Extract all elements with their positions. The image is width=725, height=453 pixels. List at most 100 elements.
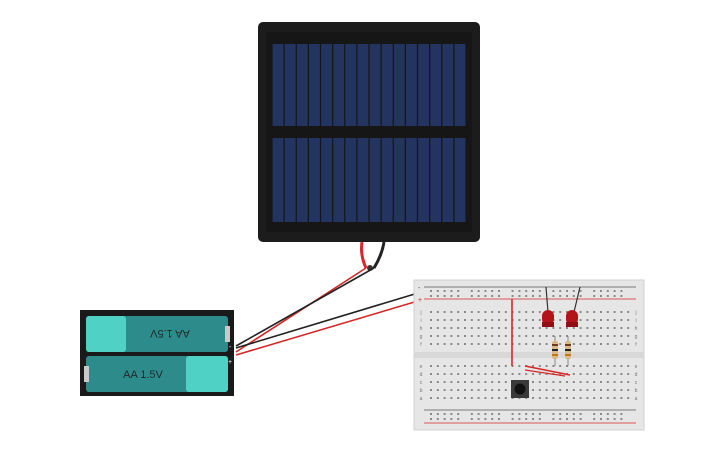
breadboard-hole xyxy=(525,335,528,337)
breadboard-hole xyxy=(457,365,460,367)
wire-battery-black-to-rail[interactable] xyxy=(235,289,429,349)
breadboard-hole xyxy=(600,365,602,367)
breadboard-hole xyxy=(552,418,555,420)
solar-cell-strip xyxy=(405,44,417,126)
breadboard-hole xyxy=(606,295,609,297)
breadboard-hole xyxy=(477,295,480,297)
pushbutton[interactable] xyxy=(511,380,529,398)
breadboard-hole xyxy=(477,389,480,391)
battery-terminal-minus: - xyxy=(229,344,232,351)
breadboard-hole xyxy=(484,343,487,345)
led-red-1[interactable] xyxy=(542,310,554,327)
breadboard-hole xyxy=(593,335,596,337)
breadboard-hole xyxy=(532,311,534,313)
solar-panel[interactable] xyxy=(258,22,480,271)
breadboard-hole xyxy=(627,343,630,345)
breadboard-hole xyxy=(436,295,439,297)
solar-cell-strip xyxy=(345,138,357,222)
breadboard-hole xyxy=(457,389,460,391)
breadboard-hole xyxy=(538,335,541,337)
breadboard-hole xyxy=(593,389,596,391)
breadboard-hole xyxy=(518,365,521,367)
breadboard-row-letter: g xyxy=(420,334,423,340)
breadboard-hole xyxy=(593,295,596,297)
breadboard-hole xyxy=(545,335,548,337)
breadboard-hole xyxy=(586,397,589,399)
breadboard-hole xyxy=(532,290,534,292)
led-red-2[interactable] xyxy=(566,310,578,327)
breadboard-hole xyxy=(579,335,582,337)
breadboard-hole xyxy=(538,397,541,399)
breadboard-hole xyxy=(436,327,439,329)
resistor-1[interactable] xyxy=(552,336,558,366)
breadboard-hole xyxy=(566,397,568,399)
breadboard-hole xyxy=(470,290,473,292)
breadboard-hole xyxy=(613,397,616,399)
breadboard-hole xyxy=(457,311,460,313)
solar-cell-strip xyxy=(284,44,296,126)
breadboard-hole xyxy=(627,373,630,375)
breadboard-hole xyxy=(511,418,514,420)
breadboard-hole xyxy=(470,319,473,321)
breadboard-hole xyxy=(613,389,616,391)
breadboard-hole xyxy=(606,290,609,292)
breadboard-hole xyxy=(430,319,432,321)
breadboard-hole xyxy=(477,327,480,329)
breadboard-hole xyxy=(498,397,500,399)
breadboard-hole xyxy=(620,418,623,420)
breadboard-hole xyxy=(545,373,548,375)
breadboard-hole xyxy=(457,381,460,383)
breadboard-hole xyxy=(566,381,568,383)
breadboard-hole xyxy=(457,418,460,420)
battery-cell-bottom-label: AA 1.5V xyxy=(123,369,163,381)
breadboard-hole xyxy=(538,290,541,292)
solar-cell-strip xyxy=(321,44,333,126)
breadboard-hole xyxy=(491,343,494,345)
jumper-red-diagonal-2[interactable] xyxy=(524,369,566,377)
breadboard-hole xyxy=(600,335,602,337)
breadboard-hole xyxy=(613,381,616,383)
breadboard-hole xyxy=(518,319,521,321)
solar-cell-strip xyxy=(393,138,405,222)
battery-pack[interactable]: AA 1.5V AA 1.5V - + xyxy=(80,310,234,396)
wire-solar-black[interactable] xyxy=(235,267,375,347)
breadboard-hole xyxy=(538,418,541,420)
wire-battery-red-to-rail[interactable] xyxy=(235,297,429,356)
breadboard-hole xyxy=(457,319,460,321)
breadboard-hole xyxy=(606,389,609,391)
breadboard-hole xyxy=(443,397,446,399)
breadboard-hole xyxy=(552,335,555,337)
breadboard-hole xyxy=(572,295,575,297)
breadboard-hole xyxy=(491,381,494,383)
breadboard-hole xyxy=(498,389,500,391)
solar-cell-strip xyxy=(454,44,466,126)
breadboard-hole xyxy=(470,413,473,415)
wires xyxy=(235,267,429,356)
breadboard-hole xyxy=(430,381,432,383)
breadboard-hole xyxy=(620,311,623,313)
resistor-2[interactable] xyxy=(565,336,571,366)
breadboard-hole xyxy=(470,418,473,420)
breadboard-hole xyxy=(518,418,521,420)
breadboard-hole xyxy=(538,319,541,321)
breadboard-hole xyxy=(504,319,507,321)
jumper-red-diagonal-1[interactable] xyxy=(524,365,571,376)
breadboard-hole xyxy=(579,343,582,345)
breadboard-hole xyxy=(579,413,582,415)
breadboard-hole xyxy=(518,335,521,337)
breadboard-hole xyxy=(566,389,568,391)
breadboard-hole xyxy=(552,365,555,367)
breadboard-hole xyxy=(491,319,494,321)
breadboard-hole xyxy=(606,311,609,313)
breadboard-hole xyxy=(532,335,534,337)
breadboard-hole xyxy=(443,381,446,383)
breadboard-hole xyxy=(484,311,487,313)
breadboard-hole xyxy=(443,389,446,391)
breadboard-hole xyxy=(443,295,446,297)
breadboard-hole xyxy=(559,343,562,345)
breadboard-hole xyxy=(586,311,589,313)
breadboard-hole xyxy=(525,319,528,321)
breadboard-hole xyxy=(627,311,630,313)
battery-terminal-plus: + xyxy=(228,359,232,366)
